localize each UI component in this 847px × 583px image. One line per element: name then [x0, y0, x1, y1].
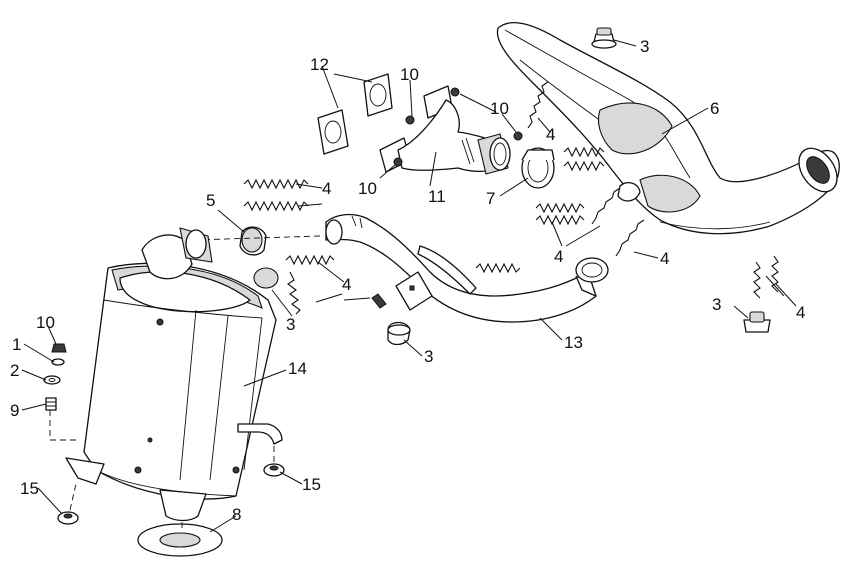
callout-3-right: 3: [712, 295, 721, 314]
callout-14: 14: [288, 359, 307, 378]
callout-10-middle: 10: [490, 99, 509, 118]
callout-12: 12: [310, 55, 329, 74]
callout-8: 8: [232, 505, 241, 524]
rubber-grommet-part-3-group: [253, 267, 771, 346]
clamp-part-7: [521, 147, 555, 189]
callout-10-left: 10: [358, 179, 377, 198]
callout-4-far-right: 4: [796, 303, 805, 322]
callout-15-right: 15: [302, 475, 321, 494]
callout-10-left-stack: 10: [36, 313, 55, 332]
springs-part-4: [243, 81, 779, 315]
callout-6: 6: [710, 99, 719, 118]
callout-13: 13: [564, 333, 583, 352]
header-pipe-part-6: [496, 22, 840, 235]
callout-4-top: 4: [546, 125, 555, 144]
gasket-ring-part-5: [193, 226, 321, 256]
callout-10-top: 10: [400, 65, 419, 84]
callout-4-right-middle: 4: [660, 249, 669, 268]
y-pipe-part-11: [379, 85, 511, 175]
fastener-stack: [43, 343, 78, 441]
callout-11: 11: [428, 187, 446, 206]
callout-numbers: 3 6 12 10 10 4 10 11 7 4 5 4 4 4 3 3 3 4…: [10, 37, 805, 524]
gasket-part-8: [137, 522, 223, 557]
muffler-part-14: [65, 227, 283, 522]
callout-4-middle: 4: [554, 247, 563, 266]
rubber-grommet-part-3-top: [591, 27, 617, 49]
callout-9: 9: [10, 401, 19, 420]
mid-pipe-part-13: [325, 213, 609, 323]
gasket-part-12: [317, 73, 393, 155]
callout-4-upper-left: 4: [322, 179, 331, 198]
grommet-part-15-group: [57, 444, 285, 525]
callout-7: 7: [486, 189, 495, 208]
callout-15-left: 15: [20, 479, 39, 498]
callout-5: 5: [206, 191, 215, 210]
callout-3-top-right: 3: [640, 37, 649, 56]
callout-3-middle-left: 3: [286, 315, 295, 334]
callout-4-lower-left: 4: [342, 275, 351, 294]
callout-2: 2: [10, 361, 19, 380]
leader-lines: [21, 39, 797, 533]
callout-3-middle: 3: [424, 347, 433, 366]
callout-1: 1: [12, 335, 21, 354]
